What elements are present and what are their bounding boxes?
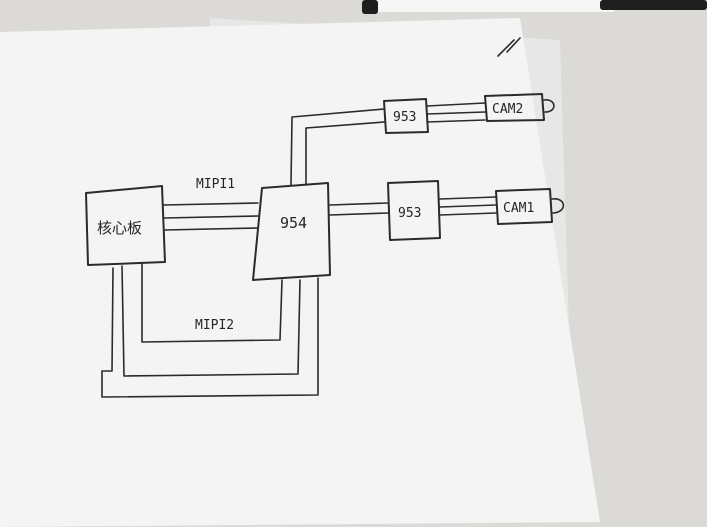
camera-top-label: CAM2 <box>492 102 523 117</box>
link-954-to-top-serializer <box>290 108 385 186</box>
core-board-label: 核心板 <box>97 219 142 237</box>
serializer-bottom-label: 953 <box>398 206 421 221</box>
mipi2-label: MIPI2 <box>195 318 234 333</box>
serializer-top-block: 953 <box>383 98 429 134</box>
core-board-block: 核心板 <box>85 185 166 266</box>
mipi1-label: MIPI1 <box>196 177 235 192</box>
camera-bottom-label: CAM1 <box>503 201 534 216</box>
mipi1-bus <box>163 202 259 231</box>
serializer-top-label: 953 <box>393 110 416 125</box>
camera-top-block: CAM2 <box>484 93 555 122</box>
pen-mark <box>497 37 521 57</box>
serializer-bottom-block: 953 <box>387 180 441 241</box>
paper-sheet <box>0 18 600 527</box>
link-954-to-bottom-serializer <box>329 202 389 216</box>
link-top-serializer-to-cam2 <box>426 102 486 123</box>
camera-bottom-block: CAM1 <box>495 188 565 225</box>
mipi2-bus <box>101 263 319 398</box>
deserializer-label: 954 <box>280 214 307 232</box>
link-bottom-serializer-to-cam1 <box>439 196 497 216</box>
pens <box>362 0 707 14</box>
